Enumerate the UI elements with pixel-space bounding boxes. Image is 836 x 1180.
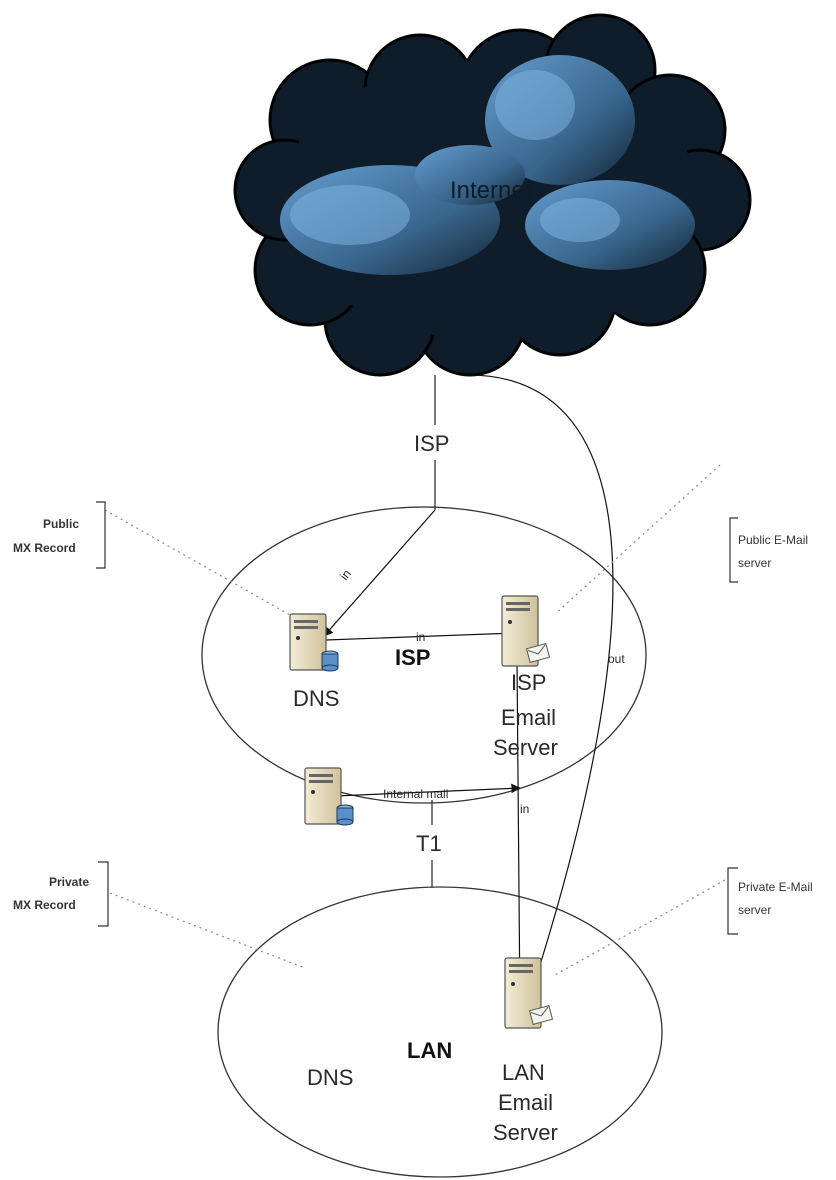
- database-icon: [321, 650, 339, 672]
- lan-dns-server-icon: [304, 767, 354, 826]
- isp-server-label-2: Email: [501, 705, 556, 730]
- isp-zone: [201, 506, 647, 804]
- private-mx-label-1: Private: [49, 875, 89, 889]
- database-icon: [336, 804, 354, 826]
- internet-cloud: Internet: [233, 13, 752, 377]
- isp-dns-server-icon: [289, 613, 339, 672]
- isp-uplink-label: ISP: [414, 431, 449, 456]
- public-email-label-2: server: [738, 556, 771, 570]
- isp-zone-label: ISP: [395, 645, 430, 670]
- cloud-label: Internet: [450, 177, 532, 204]
- public-mx-label-1: Public: [43, 517, 79, 531]
- lan-dns-label: DNS: [307, 1065, 353, 1090]
- isp-email-server-icon: [501, 595, 551, 667]
- private-email-label-2: server: [738, 903, 771, 917]
- isp-server-label-1: ISP: [511, 670, 546, 695]
- lan-email-server-icon: [504, 957, 554, 1029]
- callout-lines: [104, 464, 726, 976]
- isp-server-label-3: Server: [493, 735, 558, 760]
- private-email-label-1: Private E-Mail: [738, 880, 813, 894]
- internal-mail-label: Internal mail: [383, 787, 448, 801]
- private-mx-label-2: MX Record: [13, 898, 76, 912]
- lan-zone: [217, 886, 663, 1178]
- flow-out-label: out: [608, 652, 625, 666]
- public-email-label-1: Public E-Mail: [738, 533, 808, 547]
- envelope-icon: [525, 643, 551, 663]
- t1-label: T1: [416, 831, 442, 856]
- public-mx-label-2: MX Record: [13, 541, 76, 555]
- callout-brackets: [96, 501, 738, 935]
- lan-server-label-2: Email: [498, 1090, 553, 1115]
- dns-arrow-in-label: in: [337, 567, 354, 583]
- flow-arrows: [323, 374, 614, 1013]
- flow-in-label: in: [520, 802, 529, 816]
- lan-server-label-3: Server: [493, 1120, 558, 1145]
- server-arrow-in-label: in: [416, 630, 425, 644]
- lan-zone-label: LAN: [407, 1038, 452, 1063]
- lan-server-label-1: LAN: [502, 1060, 545, 1085]
- connection-lines: [431, 375, 436, 888]
- isp-dns-label: DNS: [293, 686, 339, 711]
- envelope-icon: [528, 1005, 554, 1025]
